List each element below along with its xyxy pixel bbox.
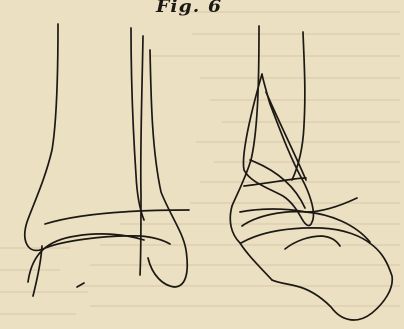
ankle-side-view	[230, 26, 392, 320]
bleed-through-text	[0, 12, 400, 314]
fibula-side-inner	[266, 92, 306, 180]
joint-line-front	[45, 210, 189, 224]
talus-side-neck	[285, 236, 340, 249]
forefoot-side-line	[240, 243, 272, 280]
talus-front-dome	[28, 234, 144, 282]
tibia-front-outline	[25, 24, 170, 250]
fibula-front-shaft-right	[148, 50, 187, 287]
figure-caption: Fig. 6	[156, 0, 222, 17]
calcaneus-front-left	[33, 246, 42, 296]
tibia-side-front-line	[292, 32, 305, 180]
talus-side-upper	[240, 198, 357, 212]
ankle-front-view	[25, 24, 189, 296]
